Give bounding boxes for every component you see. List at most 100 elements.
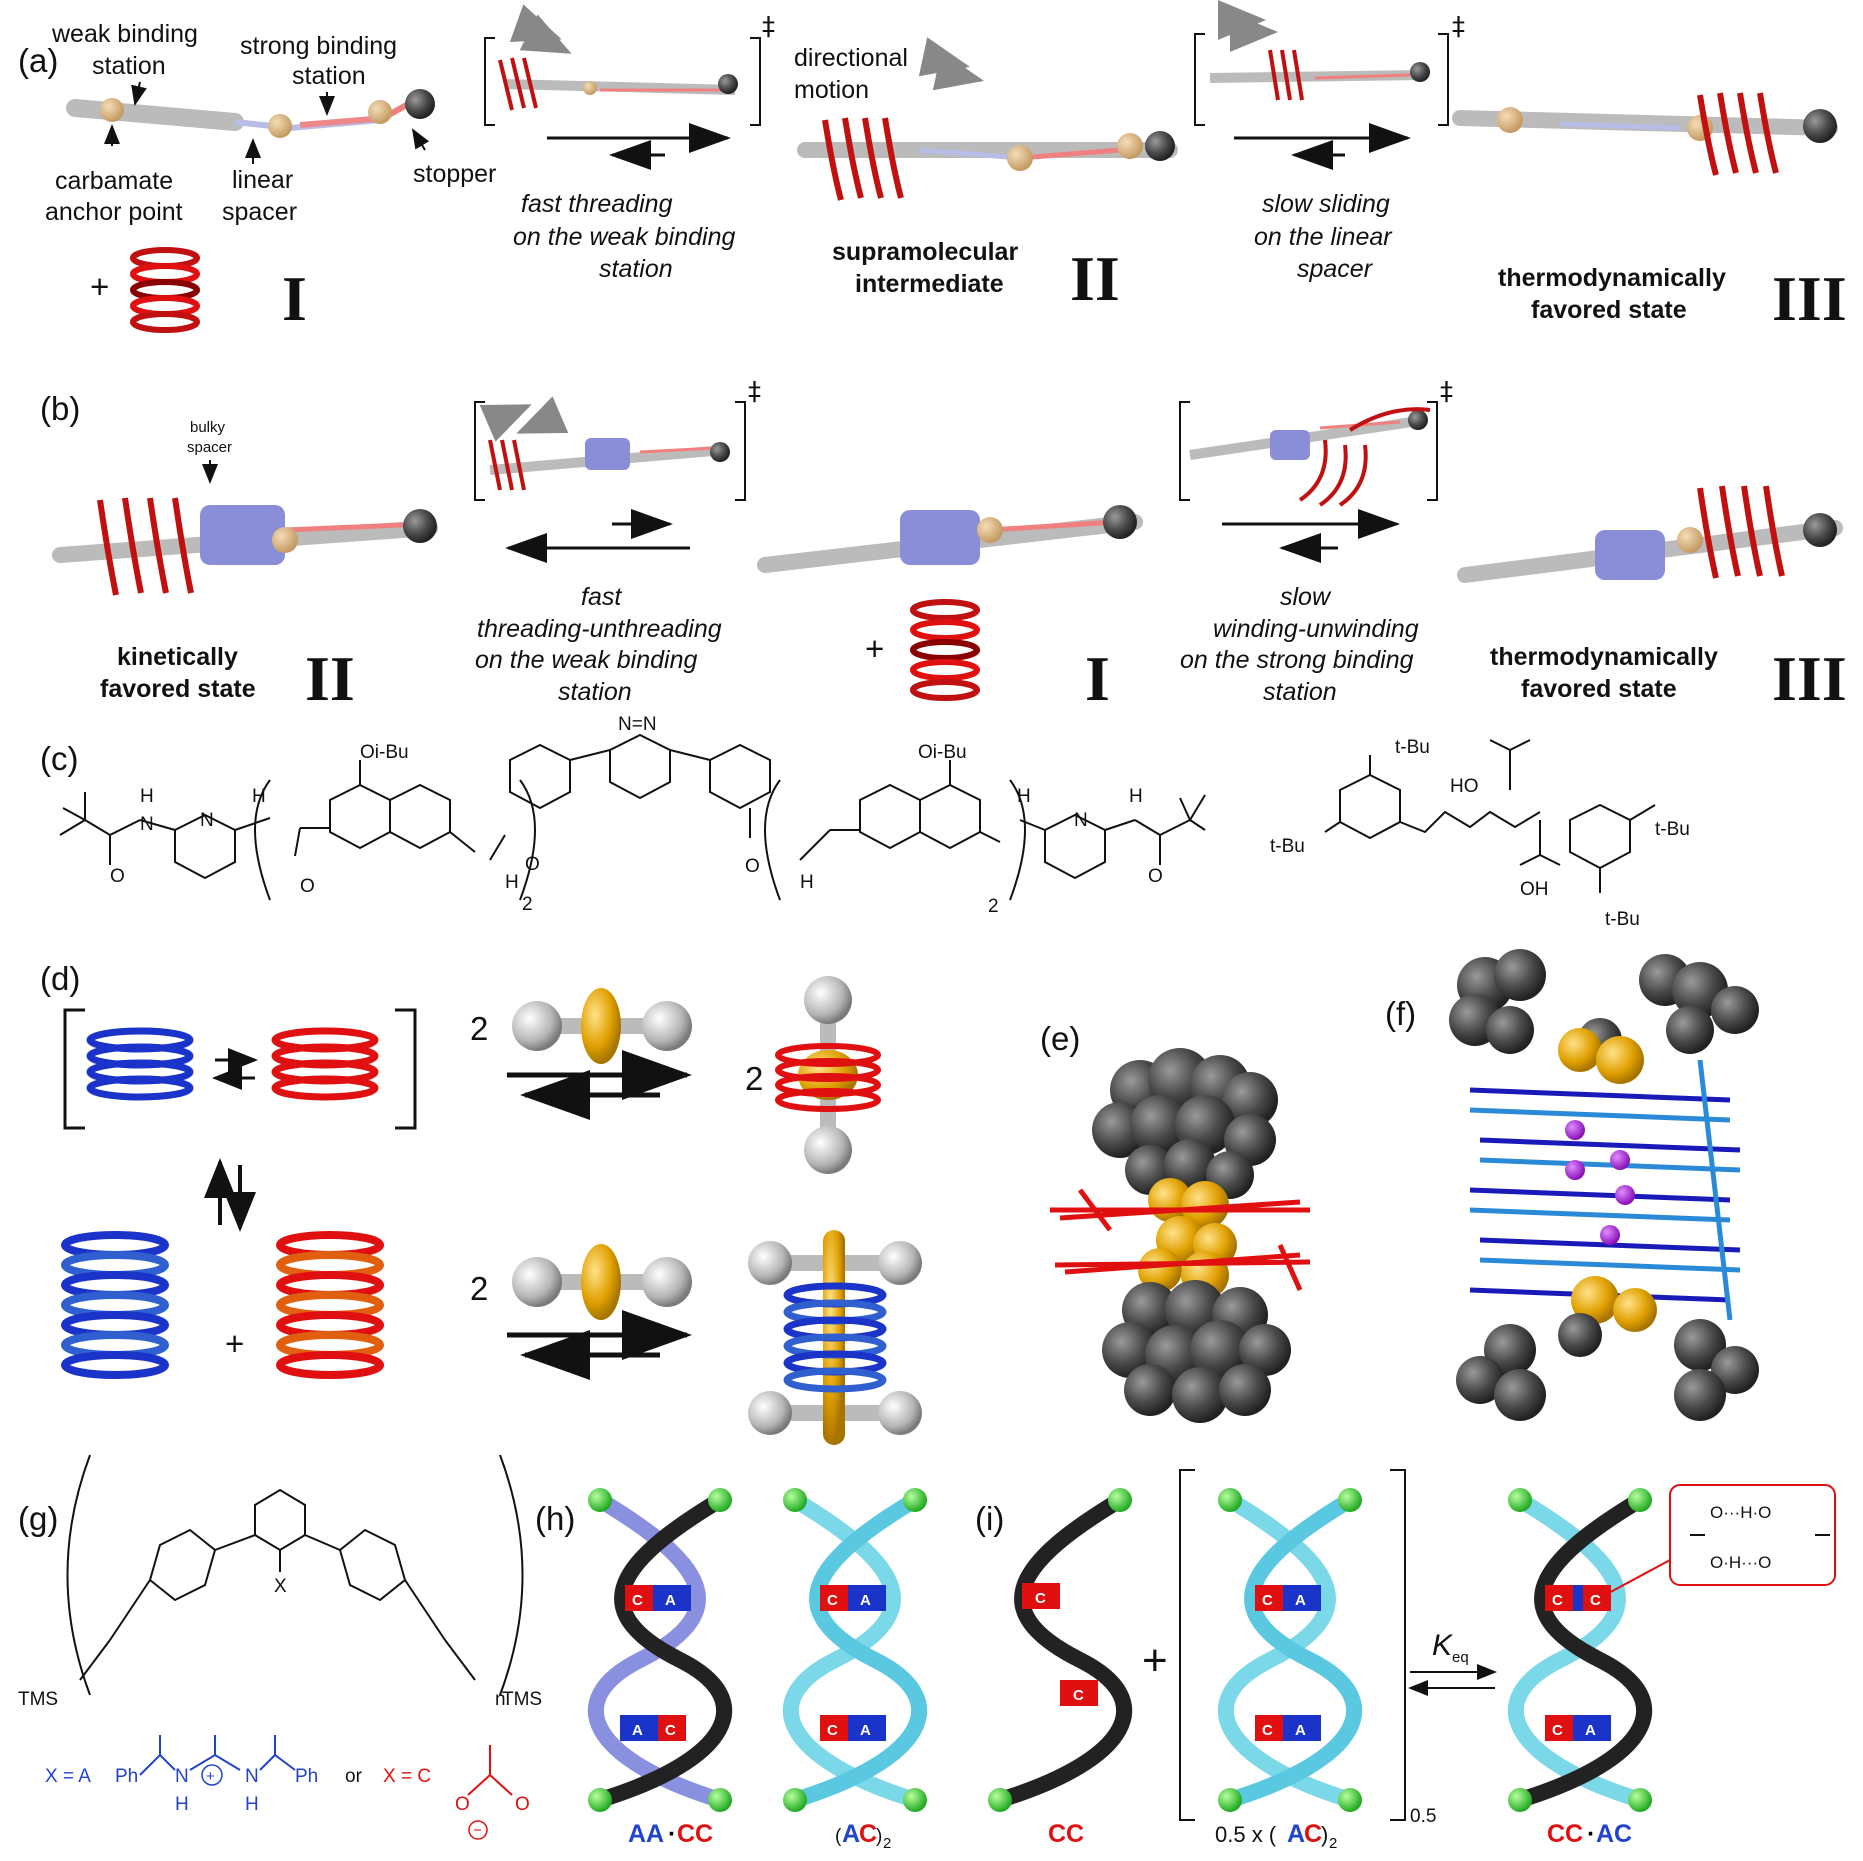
panel-label-a: (a)	[18, 42, 58, 79]
text-ph-1: Ph	[115, 1766, 138, 1787]
lab-half-c: C	[1304, 1820, 1322, 1848]
text-on-strong: on the strong binding	[1180, 646, 1414, 674]
text-n-2: N	[245, 1766, 259, 1787]
chem-tbu-1: t-Bu	[1395, 737, 1430, 758]
lab-final-ac: AC	[1596, 1820, 1632, 1848]
label-cc-ac: CC · AC	[1547, 1820, 1632, 1848]
duplex-aa-cc: C A A C	[587, 1488, 733, 1812]
text-slow-sliding: slow sliding	[1262, 190, 1390, 218]
panel-label-b: (b)	[40, 390, 80, 427]
panel-b: (b) bulky spacer kinetically favored sta…	[40, 377, 1847, 714]
chem-n-2: N	[200, 810, 214, 831]
chem-ho: HO	[1450, 776, 1479, 797]
chem-sub-2b: 2	[988, 896, 999, 917]
text-winding-unwinding: winding-unwinding	[1213, 615, 1419, 643]
intermediate-rod	[797, 117, 1178, 201]
keq-k: K	[1432, 1629, 1454, 1662]
text-threading-unthreading: threading-unthreading	[477, 615, 722, 643]
text-x: X	[274, 1576, 287, 1597]
lab-half-sub: 2	[1329, 1835, 1337, 1852]
duplex-cc-ac: C C C A	[1507, 1488, 1653, 1812]
chem-oibu-1: Oi-Bu	[360, 742, 409, 763]
helix-icon-a	[130, 247, 200, 333]
text-on-linear: on the linear	[1254, 223, 1393, 251]
text-x-eq-a: X = A	[45, 1766, 91, 1787]
ts3-rod	[488, 438, 730, 491]
lab-cc-single: CC	[1048, 1820, 1084, 1848]
text-favored-a: favored state	[1531, 296, 1687, 324]
text-station-b2: station	[1263, 678, 1337, 706]
panel-label-i: (i)	[975, 1500, 1004, 1537]
duplex-ac-2: C A C A	[782, 1488, 928, 1812]
chem-h-2: H	[252, 786, 266, 807]
text-n: n	[495, 1689, 506, 1710]
ts-symbol-a2: ‡	[1452, 12, 1465, 42]
panel-label-d: (d)	[40, 960, 80, 997]
text-intermediate: intermediate	[855, 270, 1004, 298]
plus-a: +	[90, 268, 109, 305]
lab-ac-open: (	[835, 1826, 842, 1847]
guest-molecule-1	[512, 988, 692, 1064]
ts2-rod	[1209, 49, 1430, 101]
base-i3-a: A	[1295, 1592, 1306, 1609]
keq-sub: eq	[1452, 1649, 1469, 1666]
inset-top: O···H·O	[1710, 1503, 1771, 1522]
label-weak-binding: weak binding	[51, 20, 198, 48]
text-tms-right: TMS	[502, 1689, 542, 1710]
base-i6-c: C	[1552, 1722, 1563, 1739]
ts-symbol-b2: ‡	[1440, 377, 1453, 407]
lab-cc: CC	[677, 1820, 713, 1848]
text-bulky-spacer: spacer	[187, 439, 232, 456]
chem-o-4: O	[745, 856, 760, 877]
base-h3-c: C	[827, 1592, 838, 1609]
label-carbamate: carbamate	[55, 167, 173, 195]
oligoamide-structure	[59, 733, 1206, 901]
base-h2-c: C	[665, 1722, 676, 1739]
bracket-sub-05: 0.5	[1410, 1806, 1436, 1827]
text-kinetically: kinetically	[117, 643, 238, 671]
text-favored-b: favored state	[1521, 675, 1677, 703]
rod-b2	[757, 505, 1143, 573]
chem-tbu-4: t-Bu	[1605, 909, 1640, 930]
duplex-ac-2-i: C A C A	[1217, 1488, 1363, 1812]
guest-molecule-2	[512, 1244, 692, 1320]
lab-ac-close: )	[876, 1826, 882, 1847]
text-h-1: H	[175, 1794, 189, 1815]
chem-h-3: H	[1017, 786, 1031, 807]
base-i3-c: C	[1262, 1592, 1273, 1609]
panel-g: (g) TMS TMS X n X = A Ph N N H H Ph + or	[18, 1454, 542, 1840]
roman-II-a: II	[1070, 243, 1120, 314]
base-i5-c1: C	[1552, 1592, 1563, 1609]
chem-sub-2a: 2	[522, 894, 533, 915]
svg-text:+: +	[206, 1768, 215, 1785]
complex-2	[748, 1230, 922, 1445]
text-or: or	[345, 1766, 363, 1787]
label-aa-cc: AA · CC	[628, 1820, 713, 1848]
text-tms-left: TMS	[18, 1689, 58, 1710]
ts1-rod	[498, 57, 738, 111]
single-strand-cc: C C	[988, 1488, 1133, 1812]
text-o-2: O	[515, 1794, 530, 1815]
lab-final-cc: CC	[1547, 1820, 1583, 1848]
roman-III-b: III	[1772, 643, 1847, 714]
chem-h-5: H	[505, 872, 519, 893]
red-coil-single	[271, 1027, 379, 1101]
roman-I-a: I	[282, 263, 307, 334]
base-i4-a: A	[1295, 1722, 1306, 1739]
chem-tbu-2: t-Bu	[1270, 836, 1305, 857]
chem-h-6: H	[800, 872, 814, 893]
chem-o-5: O	[1148, 866, 1163, 887]
text-thermo-b: thermodynamically	[1490, 643, 1718, 671]
rod-b3	[1457, 485, 1843, 583]
chem-oh: OH	[1520, 879, 1549, 900]
lab-aa: AA	[628, 1820, 664, 1848]
chem-oibu-2: Oi-Bu	[918, 742, 967, 763]
base-i4-c: C	[1262, 1722, 1273, 1739]
h-bond-inset	[1669, 1484, 1836, 1586]
text-on-weak-b: on the weak binding	[475, 646, 697, 674]
chem-h-4: H	[1129, 786, 1143, 807]
panel-label-f: (f)	[1385, 995, 1416, 1032]
label-stopper: stopper	[413, 160, 496, 188]
rod-a1	[66, 89, 435, 138]
